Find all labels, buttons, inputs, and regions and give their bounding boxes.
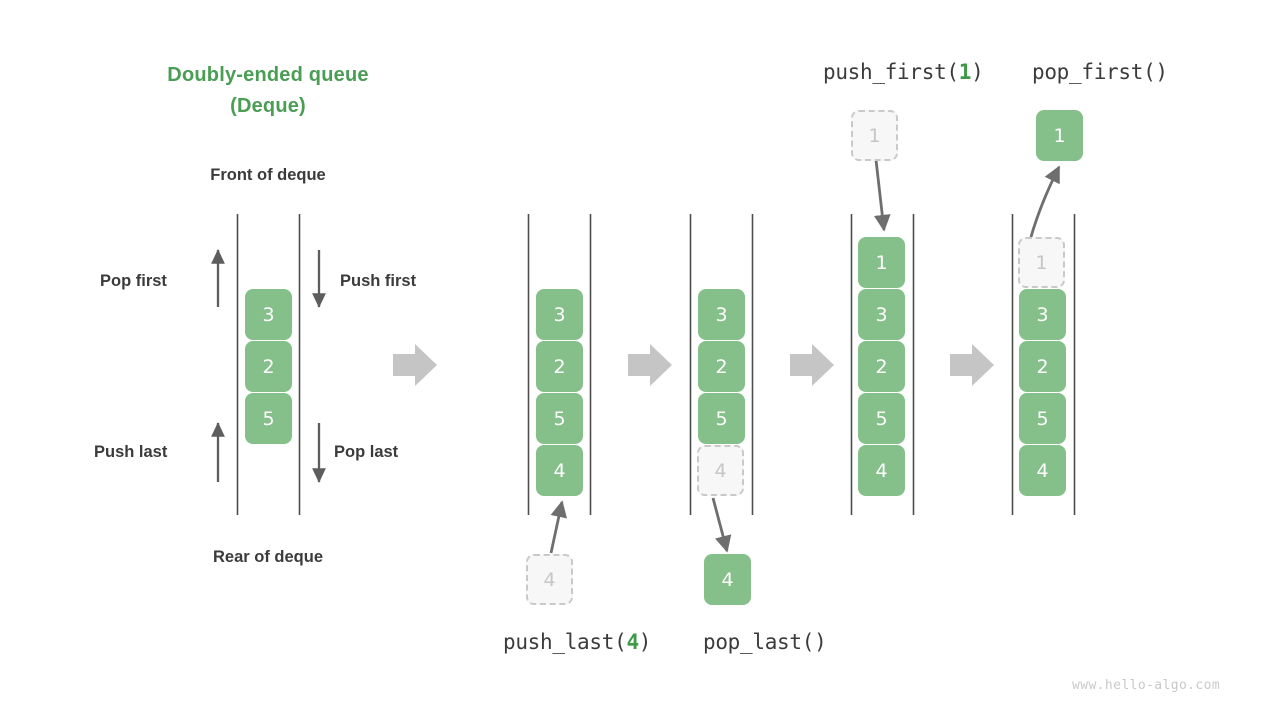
pop-last-operation-label: pop_last() [703, 630, 827, 654]
panel3-cell: 4 [858, 445, 905, 496]
legend-cell: 2 [245, 341, 292, 392]
push-last-op-close: ) [638, 630, 652, 654]
panel2-cell: 3 [698, 289, 745, 340]
legend-cell: 3 [245, 289, 292, 340]
panel4-cell: 4 [1019, 445, 1066, 496]
panel3-cell: 2 [858, 341, 905, 392]
pop-last-label: Pop last [334, 443, 399, 461]
pop-first-label: Pop first [100, 272, 167, 290]
page-title: Doubly-ended queue (Deque) [143, 60, 393, 122]
page-title-line1: Doubly-ended queue [167, 64, 369, 86]
push-first-op-name: push_first( [823, 60, 959, 84]
front-of-deque-label: Front of deque [210, 166, 326, 184]
pop-first-op-name: pop_first() [1032, 60, 1168, 84]
push-first-op-close: ) [971, 60, 984, 84]
panel3-cell: 5 [858, 393, 905, 444]
panel4-cell: 5 [1019, 393, 1066, 444]
panel2-cell: 2 [698, 341, 745, 392]
watermark: www.hello-algo.com [1072, 678, 1221, 693]
panel1-cell: 2 [536, 341, 583, 392]
flow-arrows [549, 159, 1061, 554]
panel4-cell: 2 [1019, 341, 1066, 392]
pop-last-op-name: pop_last() [703, 630, 827, 654]
panel3-cell: 1 [858, 237, 905, 288]
push-first-op-arg: 1 [958, 60, 972, 84]
panel2-cell: 4 [697, 445, 744, 496]
panel3-cell: 3 [858, 289, 905, 340]
panel1-floating-cell: 4 [526, 554, 573, 605]
panel4-floating-cell: 1 [1036, 110, 1083, 161]
panel4-cell: 1 [1018, 237, 1065, 288]
legend-cell: 5 [245, 393, 292, 444]
push-first-operation-label: push_first(1) [823, 60, 984, 84]
rear-of-deque-label: Rear of deque [212, 548, 324, 566]
panel-rails [527, 214, 1076, 515]
panel4-cell: 3 [1019, 289, 1066, 340]
panel2-floating-cell: 4 [704, 554, 751, 605]
push-first-label: Push first [340, 272, 417, 290]
panel1-cell: 4 [536, 445, 583, 496]
push-last-operation-label: push_last(4) [503, 630, 651, 654]
pop-first-operation-label: pop_first() [1032, 60, 1168, 84]
push-last-op-arg: 4 [626, 630, 639, 654]
push-last-label: Push last [94, 443, 168, 461]
panel1-cell: 5 [536, 393, 583, 444]
push-last-op-name: push_last( [503, 630, 627, 654]
panel2-cell: 5 [698, 393, 745, 444]
panel1-cell: 3 [536, 289, 583, 340]
panel3-floating-cell: 1 [851, 110, 898, 161]
page-title-line2: (Deque) [230, 95, 306, 117]
